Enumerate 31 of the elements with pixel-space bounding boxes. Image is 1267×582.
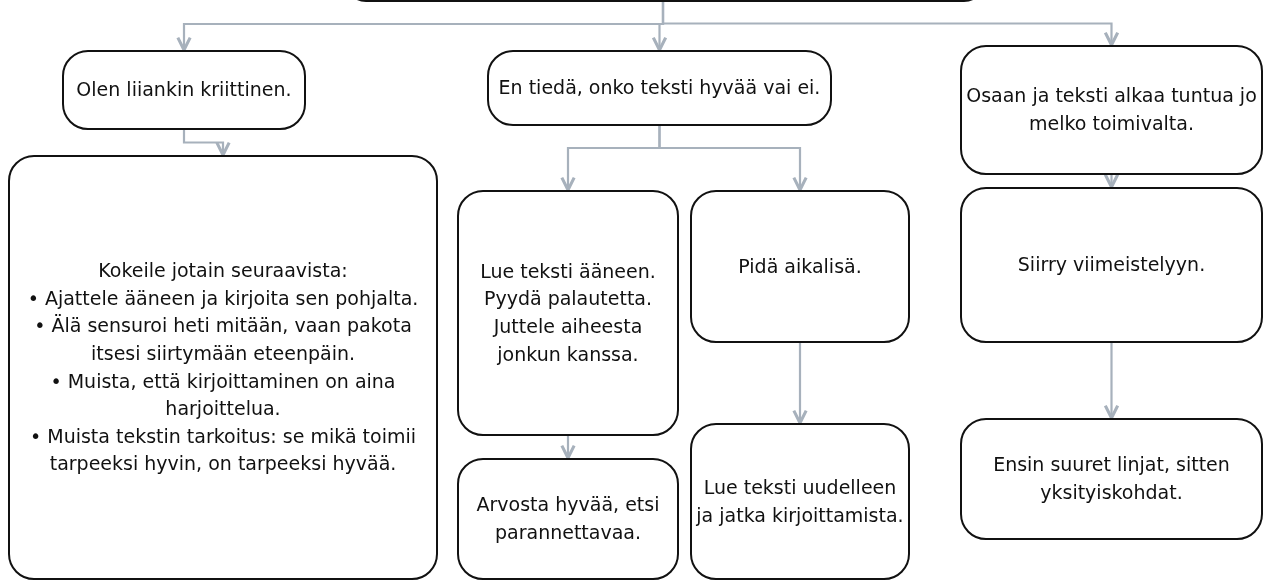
rounded-box <box>8 155 438 580</box>
rounded-box <box>457 190 679 436</box>
rounded-box <box>960 45 1263 175</box>
rounded-box <box>690 190 910 343</box>
arrow <box>658 126 808 192</box>
rounded-box <box>690 423 910 580</box>
rounded-box <box>62 50 306 130</box>
list-item: • Muista, että kirjoittaminen on aina harjoittelua. <box>49 368 397 422</box>
list-item: • Muista tekstin tarkoitus: se mikä toimii tarpeeksi hyvin, on tarpeeksi hyvää. <box>29 423 417 477</box>
rounded-box <box>487 50 832 126</box>
box-heading: Kokeile jotain seuraavista: <box>98 258 348 284</box>
rounded-box <box>960 187 1263 343</box>
box-text: En tiedä, onko teksti hyvää vai ei. <box>498 75 821 101</box>
arrow <box>1103 173 1120 189</box>
box-text: Lue teksti uudelleen ja jatka kirjoittamista. <box>696 474 904 528</box>
box-text: Olen liiankin kriittinen. <box>76 77 292 103</box>
box-text: Pidä aikalisä. <box>738 253 862 279</box>
arrow <box>182 130 231 157</box>
rounded-box <box>457 458 679 580</box>
box-text: Osaan ja teksti alkaa tuntua jo melko toimivalta. <box>966 83 1257 136</box>
arrow <box>661 2 1120 47</box>
arrow <box>1103 343 1120 420</box>
box-text: Siirry viimeistelyyn. <box>1017 252 1206 278</box>
list-item: • Älä sensuroi heti mitään, vaan pakota itsesi siirtymään eteenpäin. <box>33 313 413 366</box>
box-text: Ensin suuret linjat, sitten yksityiskohdat. <box>992 452 1231 505</box>
arrow <box>560 436 576 460</box>
arrow <box>792 343 808 425</box>
list-item: • Ajattele ääneen ja kirjoita sen pohjalta. <box>26 285 420 311</box>
rounded-box <box>960 418 1263 540</box>
box-text: Arvosta hyvää, etsi parannettavaa. <box>475 492 661 545</box>
box-text: Lue teksti ääneen. Pyydä palautetta. Juttele aiheesta jonkun kanssa. <box>479 258 657 367</box>
